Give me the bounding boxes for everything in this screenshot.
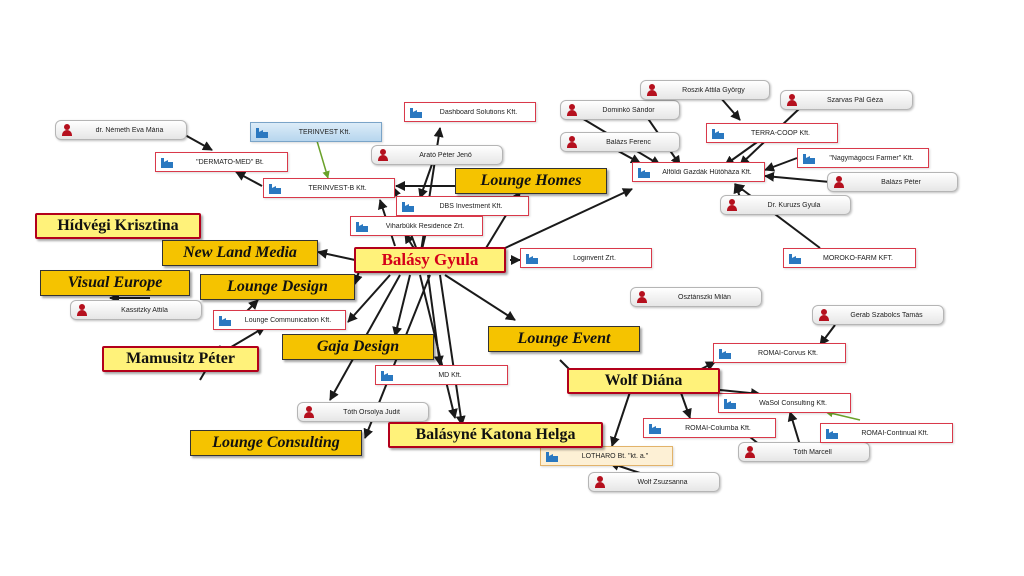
person-node-wolf-zsuzsanna[interactable]: Wolf Zsuzsanna (588, 472, 720, 492)
factory-icon (789, 252, 801, 264)
edge-nemeth-dermato (184, 134, 213, 151)
edge-terinvest-terinvest-b (316, 140, 330, 179)
person-icon (636, 291, 648, 303)
person-icon (786, 94, 798, 106)
company-node-romai-columba[interactable]: RÓMAI-Columba Kft. (643, 418, 776, 438)
factory-icon (269, 182, 281, 194)
tag-lounge-homes[interactable]: Lounge Homes (455, 168, 607, 194)
edge-terinvest-b-dermato (235, 171, 263, 187)
person-node-nemeth[interactable]: dr. Németh Éva Mária (55, 120, 187, 140)
person-icon (61, 124, 73, 136)
edge-nagymagocsi-alfoldi (764, 157, 798, 172)
edge-toth-marcell-wasol (787, 411, 801, 446)
person-icon (646, 84, 658, 96)
person-node-arato[interactable]: Arató Péter Jenő (371, 145, 503, 165)
company-node-terinvest[interactable]: TERINVEST Kft. (250, 122, 382, 142)
tag-gaja-design[interactable]: Gaja Design (282, 334, 434, 360)
company-node-dermato[interactable]: "DERMATO-MED" Bt. (155, 152, 288, 172)
company-node-dashboard[interactable]: Dashboard Solutions Kft. (404, 102, 536, 122)
tag-lounge-consulting[interactable]: Lounge Consulting (190, 430, 362, 456)
person-icon (833, 176, 845, 188)
person-node-balazs-peter[interactable]: Balázs Péter (827, 172, 958, 192)
person-icon (377, 149, 389, 161)
company-node-dbs[interactable]: DBS Investment Kft. (396, 196, 529, 216)
person-icon (726, 199, 738, 211)
edge-roszik-terra (719, 96, 741, 121)
factory-icon (712, 127, 724, 139)
factory-icon (649, 422, 661, 434)
edge-hub-balasyne (439, 274, 466, 426)
tag-hidvegi[interactable]: Hídvégi Krisztina (35, 213, 201, 239)
person-icon (594, 476, 606, 488)
person-node-toth-orsolya[interactable]: Tóth Orsolya Judit (297, 402, 429, 422)
company-node-lotharo[interactable]: LOTHARO Bt. "kt. a." (540, 446, 673, 466)
edge-wolf-columba (679, 389, 692, 419)
tag-mamusitz[interactable]: Mamusitz Péter (102, 346, 259, 372)
tag-lounge-design[interactable]: Lounge Design (200, 274, 355, 300)
edge-hub-lounge-comm (347, 274, 391, 323)
edge-continual-wasol (825, 409, 861, 421)
factory-icon (410, 106, 422, 118)
factory-icon (826, 427, 838, 439)
company-node-moroko[interactable]: MOROKO-FARM KFT. (783, 248, 916, 268)
edge-geraib-corvus (819, 324, 836, 346)
person-node-balazs-ferenc[interactable]: Balázs Ferenc (560, 132, 680, 152)
tag-balasyne[interactable]: Balásyné Katona Helga (388, 422, 603, 448)
factory-icon (638, 166, 650, 178)
tag-lounge-event[interactable]: Lounge Event (488, 326, 640, 352)
edge-moroko-alfoldi (734, 183, 821, 249)
edge-balazs-peter-alfoldi (764, 171, 831, 183)
person-icon (566, 136, 578, 148)
company-node-romai-corvus[interactable]: RÓMAI-Corvus Kft. (713, 343, 846, 363)
edge-hub-lounge-event (444, 274, 516, 321)
company-node-nagymagocsi[interactable]: "Nagymágocsi Farmer" Kft. (797, 148, 929, 168)
person-icon (76, 304, 88, 316)
person-node-dominko[interactable]: Dominkó Sándor (560, 100, 680, 120)
edge-hub-new-land (317, 249, 356, 261)
factory-icon (546, 450, 558, 462)
person-node-osztanszki[interactable]: Osztánszki Milán (630, 287, 762, 307)
edge-hub-balasyne-2 (419, 274, 458, 419)
company-node-terinvest-b[interactable]: TERINVEST-B Kft. (263, 178, 395, 198)
factory-icon (719, 347, 731, 359)
company-node-terra-coop[interactable]: TERRA-COOP Kft. (706, 123, 838, 143)
company-node-lounge-communication[interactable]: Lounge Communication Kft. (213, 310, 346, 330)
person-node-toth-marcell[interactable]: Tóth Marcell (738, 442, 870, 462)
company-node-loginvent[interactable]: Loginvent Zrt. (520, 248, 652, 268)
tag-wolf-diana[interactable]: Wolf Diána (567, 368, 720, 394)
edge-hub-alfoldi (489, 188, 633, 256)
tag-new-land-media[interactable]: New Land Media (162, 240, 318, 266)
edge-wolf-lotharo (610, 391, 631, 447)
factory-icon (381, 369, 393, 381)
factory-icon (526, 252, 538, 264)
company-node-wasol[interactable]: WaSol Consulting Kft. (718, 393, 851, 413)
person-node-kuruzs[interactable]: Dr. Kuruzs Gyula (720, 195, 851, 215)
factory-icon (256, 126, 268, 138)
company-node-viharbukk[interactable]: Viharbükk Residence Zrt. (350, 216, 483, 236)
factory-icon (356, 220, 368, 232)
factory-icon (402, 200, 414, 212)
center-person-tag[interactable]: Balásy Gyula (354, 247, 506, 273)
person-icon (818, 309, 830, 321)
factory-icon (803, 152, 815, 164)
person-node-szarvas[interactable]: Szarvas Pál Géza (780, 90, 913, 110)
person-icon (566, 104, 578, 116)
person-icon (744, 446, 756, 458)
person-node-geraib[interactable]: Gerab Szabolcs Tamás (812, 305, 944, 325)
company-node-alfoldi[interactable]: Alföldi Gazdák Hűtőháza Kft. (632, 162, 765, 182)
person-icon (303, 406, 315, 418)
person-node-kassitzky[interactable]: Kassitzky Attila (70, 300, 202, 320)
company-node-md[interactable]: MD Kft. (375, 365, 508, 385)
person-node-roszik[interactable]: Roszik Attila György (640, 80, 770, 100)
factory-icon (219, 314, 231, 326)
edge-terra-alfoldi (724, 139, 761, 166)
factory-icon (161, 156, 173, 168)
company-node-romai-continual[interactable]: RÓMAI-Continual Kft. (820, 423, 953, 443)
factory-icon (724, 397, 736, 409)
tag-visual-europe[interactable]: Visual Europe (40, 270, 190, 296)
edge-hub-gaja (392, 274, 411, 337)
